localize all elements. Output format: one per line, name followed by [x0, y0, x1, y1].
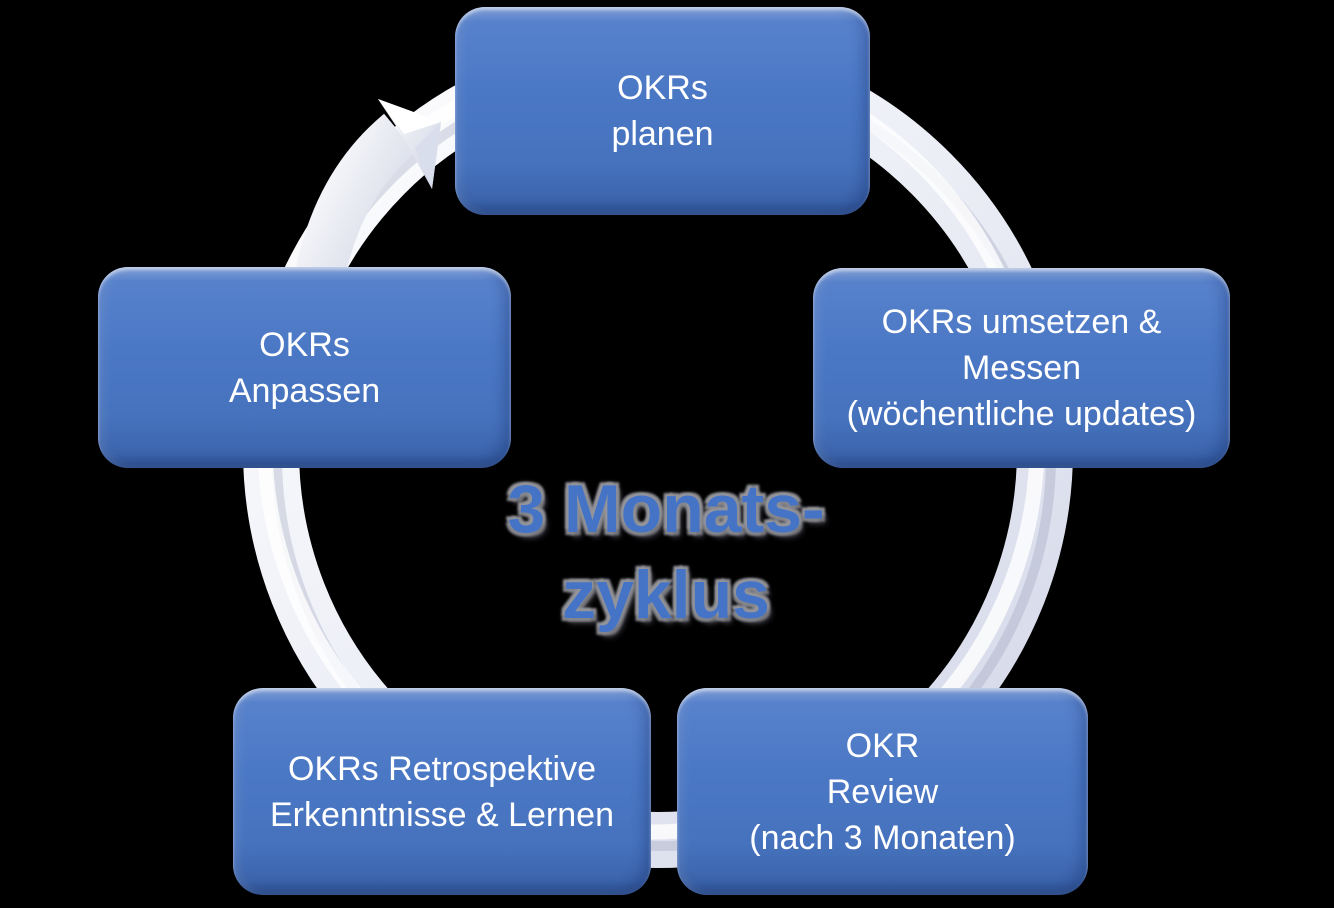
node-okrs-retrospektive: OKRs Retrospektive Erkenntnisse & Lernen: [233, 688, 651, 895]
node-label-line: (wöchentliche updates): [846, 395, 1197, 433]
node-label-line: planen: [611, 115, 714, 153]
node-okrs-umsetzen-messen: OKRs umsetzen & Messen (wöchentliche upd…: [813, 268, 1230, 468]
node-label-line: Erkenntnisse & Lernen: [270, 795, 614, 834]
node-label-line: OKRs: [617, 69, 708, 107]
node-label-line: OKR: [845, 726, 920, 765]
node-okrs-anpassen: OKRs Anpassen: [98, 267, 511, 468]
node-label-line: (nach 3 Monaten): [749, 818, 1016, 857]
cycle-title: 3 Monats- zyklus: [366, 466, 966, 638]
cycle-title-line-1: 3 Monats-: [507, 471, 825, 547]
cycle-title-line-2: zyklus: [562, 557, 770, 633]
node-label-line: OKRs Retrospektive: [288, 749, 596, 788]
node-label-line: Messen: [961, 349, 1082, 387]
node-label-line: OKRs: [259, 325, 350, 364]
node-label-line: Anpassen: [228, 371, 381, 410]
node-okrs-planen: OKRs planen: [455, 7, 870, 215]
node-label-line: OKRs umsetzen &: [881, 303, 1162, 341]
node-okr-review: OKR Review (nach 3 Monaten): [677, 688, 1088, 895]
node-label-line: Review: [826, 772, 939, 811]
